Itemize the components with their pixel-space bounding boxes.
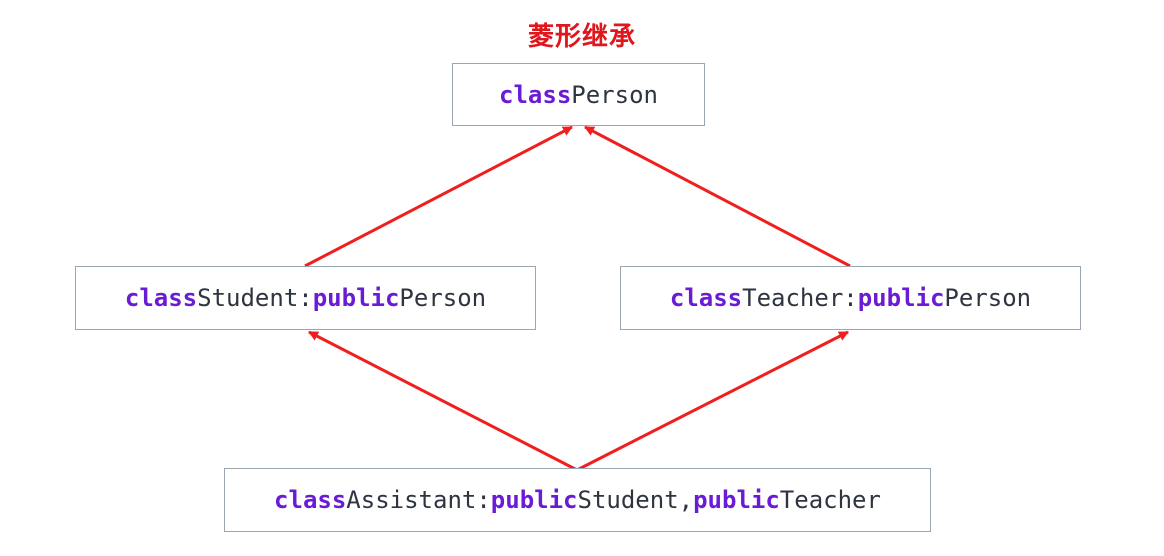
class-student-box: class Student:public Person bbox=[75, 266, 536, 330]
class-teacher-box: class Teacher:public Person bbox=[620, 266, 1081, 330]
class-name: Teacher: bbox=[742, 284, 858, 312]
arrow-student-to-person bbox=[304, 125, 573, 268]
keyword-class: class bbox=[124, 284, 198, 312]
class-name: Assistant: bbox=[346, 486, 491, 514]
diagram-title: 菱形继承 bbox=[527, 22, 636, 52]
keyword-class: class bbox=[274, 486, 347, 514]
class-name: Person bbox=[571, 80, 658, 109]
keyword-class: class bbox=[669, 284, 743, 312]
class-name: Student: bbox=[197, 284, 313, 312]
keyword-public: public bbox=[312, 284, 400, 312]
keyword-class: class bbox=[499, 80, 572, 109]
arrow-assistant-to-student bbox=[308, 330, 578, 472]
keyword-public: public bbox=[490, 486, 578, 514]
base-class-name: Person bbox=[399, 284, 487, 312]
keyword-public: public bbox=[857, 284, 945, 312]
keyword-public: public bbox=[693, 486, 780, 514]
arrow-teacher-to-person bbox=[584, 125, 851, 268]
base-class-name: Teacher bbox=[779, 486, 881, 514]
base-class-name: Student, bbox=[577, 486, 694, 514]
arrow-assistant-to-teacher bbox=[576, 330, 849, 472]
class-person-box: class Person bbox=[452, 63, 705, 126]
base-class-name: Person bbox=[944, 284, 1032, 312]
class-assistant-box: class Assistant:public Student,public Te… bbox=[224, 468, 931, 532]
